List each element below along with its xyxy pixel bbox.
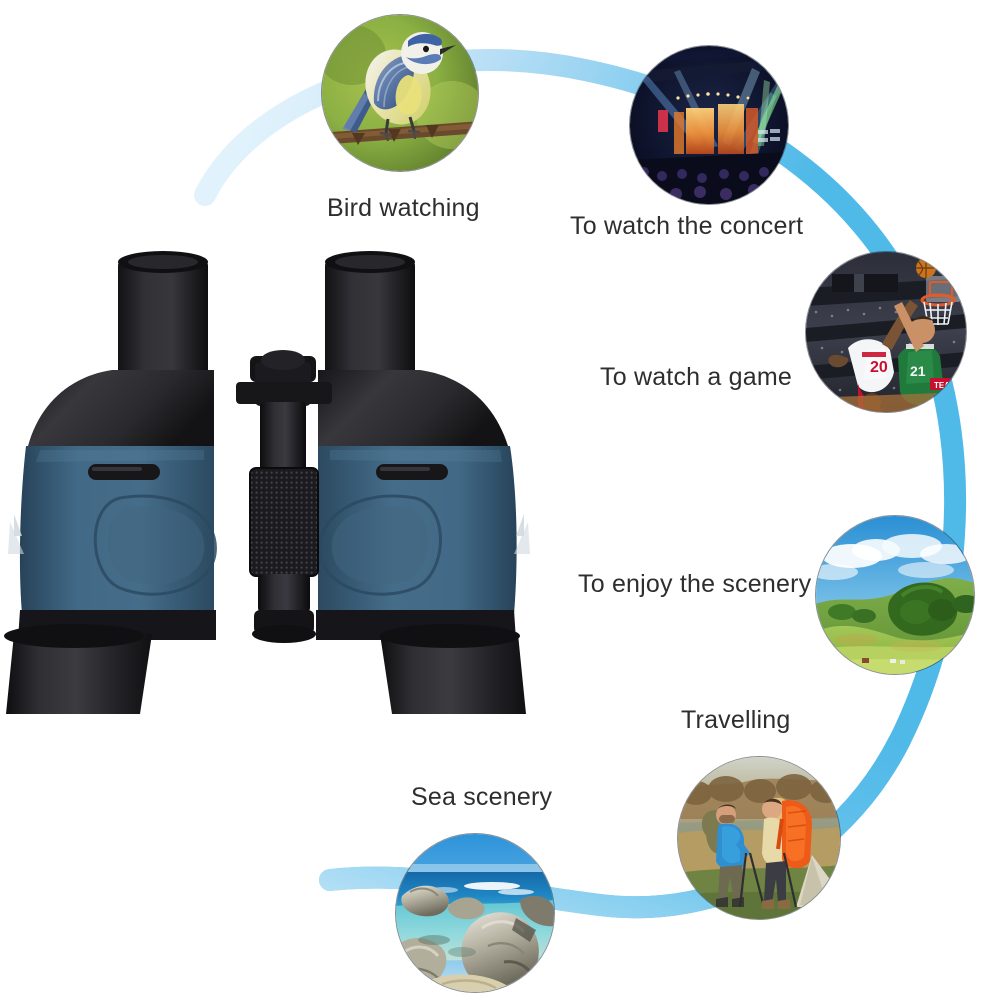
label-travelling: Travelling bbox=[681, 706, 791, 734]
label-bird-watching: Bird watching bbox=[327, 194, 480, 222]
label-sea-scenery: Sea scenery bbox=[411, 783, 553, 811]
svg-text:21: 21 bbox=[910, 363, 926, 379]
binoculars-product-image bbox=[0, 236, 560, 716]
use-case-circle-bird-watching[interactable] bbox=[322, 15, 478, 171]
use-case-circle-watch-concert[interactable] bbox=[630, 46, 788, 204]
use-case-circle-watch-game[interactable]: 20 21 TEAM bbox=[806, 252, 966, 412]
use-case-circle-enjoy-scenery[interactable] bbox=[816, 516, 974, 674]
label-watch-concert: To watch the concert bbox=[570, 212, 804, 240]
use-case-circle-sea-scenery[interactable] bbox=[396, 834, 554, 992]
label-watch-game: To watch a game bbox=[600, 363, 792, 391]
use-case-circle-travelling[interactable] bbox=[678, 757, 840, 919]
svg-text:TEAM: TEAM bbox=[934, 381, 957, 390]
label-enjoy-scenery: To enjoy the scenery bbox=[578, 570, 812, 598]
svg-text:20: 20 bbox=[870, 359, 888, 376]
